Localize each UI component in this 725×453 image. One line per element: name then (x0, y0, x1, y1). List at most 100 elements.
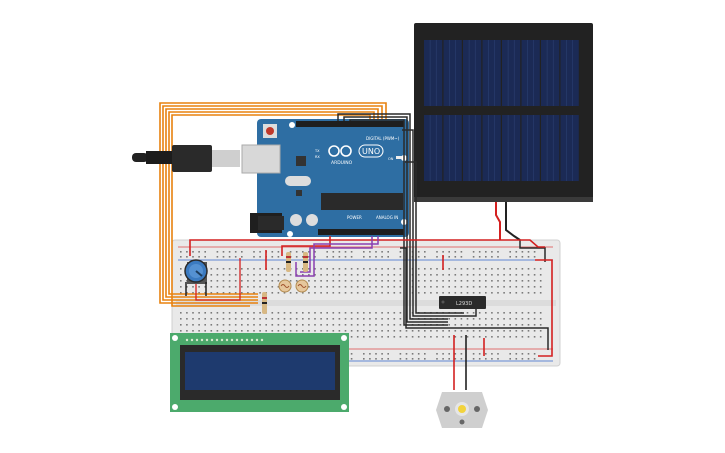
purple-wire-bundle[interactable] (295, 236, 379, 277)
breadboard-hole (466, 318, 469, 320)
breadboard-hole (186, 280, 188, 282)
breadboard-hole (497, 324, 499, 326)
breadboard-hole (515, 358, 518, 360)
breadboard-hole (265, 280, 267, 282)
breadboard-hole (375, 336, 377, 338)
breadboard-hole (320, 286, 322, 288)
breadboard-hole (222, 312, 225, 314)
breadboard-hole (289, 324, 292, 326)
breadboard-hole (277, 330, 280, 332)
red-wire-bundle[interactable] (189, 236, 553, 357)
breadboard-hole (253, 312, 255, 314)
breadboard-hole (533, 280, 536, 282)
breadboard-hole (485, 312, 487, 314)
breadboard-hole (314, 324, 316, 326)
breadboard-hole (485, 256, 487, 258)
breadboard-hole (448, 353, 450, 355)
breadboard-hole (472, 251, 475, 253)
l293d-motor-driver-chip[interactable]: L293D (439, 296, 486, 309)
breadboard-hole (533, 353, 536, 355)
on-label: ON (388, 157, 394, 161)
lcd-pin (250, 338, 254, 342)
breadboard-hole (314, 256, 316, 258)
breadboard-hole (460, 318, 463, 320)
lcd-16x2-display[interactable] (170, 333, 349, 412)
black-wire-bundle[interactable] (337, 113, 549, 350)
tx-label: TX (314, 149, 320, 153)
breadboard-hole (454, 268, 457, 270)
dc-motor[interactable] (436, 335, 488, 428)
breadboard-hole (393, 274, 396, 276)
breadboard-hole (515, 336, 518, 338)
breadboard-hole (283, 324, 286, 326)
breadboard-hole (466, 336, 469, 338)
breadboard-hole (515, 280, 518, 282)
breadboard-hole (454, 353, 457, 355)
breadboard-hole (417, 330, 420, 332)
breadboard-hole (283, 312, 286, 314)
breadboard-hole (241, 280, 243, 282)
breadboard-hole (424, 256, 426, 258)
breadboard-hole (186, 251, 188, 253)
breadboard-hole (539, 268, 542, 270)
breadboard-hole (509, 280, 511, 282)
breadboard-hole (356, 292, 359, 294)
breadboard-hole (478, 353, 481, 355)
solar-panel[interactable] (414, 23, 593, 241)
photoresistor-2[interactable] (295, 279, 309, 293)
breadboard-hole (302, 256, 304, 258)
breadboard-hole (344, 330, 347, 332)
solar-cell (502, 115, 521, 181)
breadboard-hole (259, 318, 261, 320)
lcd-pin (230, 338, 234, 342)
breadboard-hole (241, 330, 243, 332)
breadboard-hole (497, 336, 499, 338)
breadboard-hole (192, 318, 194, 320)
breadboard-hole (338, 324, 341, 326)
breadboard-hole (491, 336, 493, 338)
breadboard-hole (460, 251, 463, 253)
breadboard-hole (326, 274, 328, 276)
resistor-1[interactable] (262, 292, 267, 314)
breadboard-hole (253, 324, 255, 326)
breadboard-hole (344, 274, 347, 276)
breadboard-hole (454, 280, 457, 282)
breadboard-hole (338, 286, 341, 288)
resistor-3[interactable] (303, 252, 308, 272)
breadboard-hole (302, 312, 304, 314)
breadboard-hole (491, 256, 493, 258)
breadboard-hole (387, 268, 389, 270)
breadboard-hole (515, 292, 518, 294)
breadboard-hole (204, 324, 206, 326)
breadboard-hole (515, 318, 518, 320)
potentiometer-knob[interactable] (184, 258, 241, 301)
breadboard-hole (277, 318, 280, 320)
breadboard-hole (186, 330, 188, 332)
breadboard-hole (216, 292, 219, 294)
breadboard-hole (399, 353, 402, 355)
photoresistor-1[interactable] (278, 279, 292, 293)
breadboard-hole (430, 336, 432, 338)
breadboard-hole (417, 274, 420, 276)
breadboard-hole (228, 280, 231, 282)
breadboard-hole (497, 318, 499, 320)
breadboard-hole (234, 251, 237, 253)
breadboard-hole (241, 256, 243, 258)
lcd-pin (255, 338, 259, 342)
resistor-2[interactable] (286, 252, 291, 272)
breadboard-hole (356, 318, 359, 320)
breadboard-hole (533, 268, 536, 270)
breadboard-hole (271, 256, 274, 258)
breadboard-hole (460, 330, 463, 332)
breadboard-hole (241, 286, 243, 288)
arduino-uno-board[interactable]: ARDUINO UNO DIGITAL (PWM~) POWER ANALOG … (241, 119, 409, 237)
breadboard-hole (411, 353, 414, 355)
breadboard-hole (375, 286, 377, 288)
usb-cable[interactable] (132, 145, 240, 172)
breadboard-hole (472, 358, 475, 360)
breadboard-hole (247, 292, 249, 294)
breadboard-hole (326, 324, 328, 326)
breadboard-hole (399, 336, 402, 338)
breadboard-hole (375, 358, 377, 360)
